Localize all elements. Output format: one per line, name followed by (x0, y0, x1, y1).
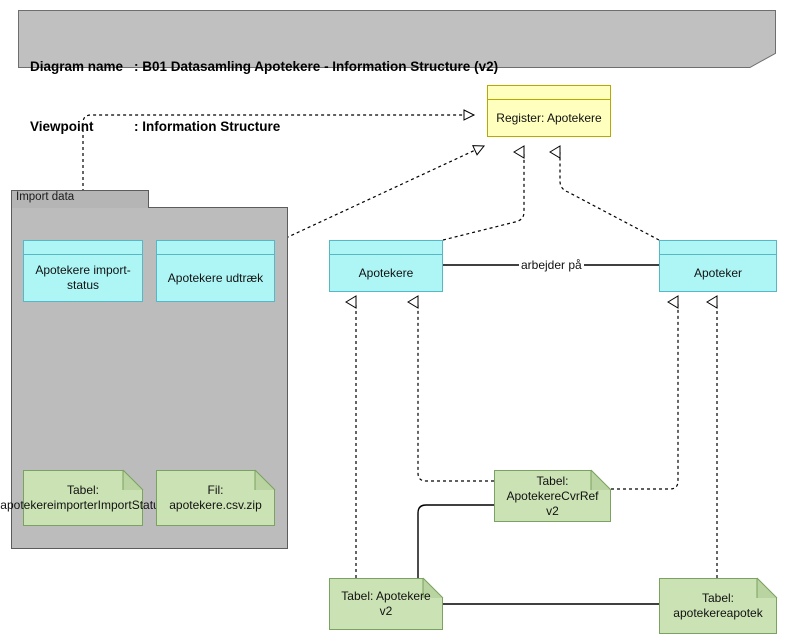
note-background (329, 578, 443, 630)
package-tab (11, 190, 149, 208)
class-header-band (157, 241, 274, 255)
class-header-band (24, 241, 142, 255)
class-apotekere-importstatus[interactable]: Apotekere import-status (23, 240, 143, 302)
artifact-fil-apotekere-csv-zip[interactable]: Fil: apotekere.csv.zip (156, 469, 276, 526)
header-name-key: Diagram name (30, 59, 124, 74)
class-apotekere-udtraek[interactable]: Apotekere udtræk (156, 240, 275, 302)
header-note-background (18, 10, 776, 68)
artifact-tabel-apotekereimporterimportstatus[interactable]: Tabel: apotekereimporterImportStatus (0, 469, 166, 526)
edge-apoteker-to-register (549, 145, 660, 241)
class-label: Apotekere udtræk (167, 270, 264, 285)
class-apotekere[interactable]: Apotekere (329, 240, 443, 292)
artifact-tabel-apotekereapotek[interactable]: Tabel: apotekereapotek (659, 577, 778, 634)
diagram-header-note: Diagram name : B01 Datasamling Apotekere… (18, 10, 776, 134)
note-label: Tabel: ApotekereCvrRef v2 (506, 473, 599, 518)
register-apotekere[interactable]: Register: Apotekere (487, 85, 611, 137)
header-name-value: B01 Datasamling Apotekere - Information … (142, 59, 499, 74)
header-viewpoint-sep: : (134, 119, 143, 134)
edge-cvrref-to-apotekere (407, 295, 494, 482)
edge-apotekere-v2-to-cvrref (417, 504, 494, 580)
note-label: Tabel: Apotekere v2 (341, 589, 431, 618)
header-name-sep: : (134, 59, 143, 74)
header-viewpoint-key: Viewpoint (30, 119, 94, 134)
class-label: Apotekere import-status (35, 263, 131, 292)
header-text-block: Diagram name : B01 Datasamling Apotekere… (30, 17, 498, 177)
association-label-arbejder-paa: arbejder på (519, 258, 584, 272)
header-line-viewpoint: Viewpoint : Information Structure (30, 117, 498, 137)
note-label: Fil: apotekere.csv.zip (169, 483, 262, 512)
note-label: Tabel: apotekereapotek (673, 591, 763, 620)
header-line-name: Diagram name : B01 Datasamling Apotekere… (30, 57, 498, 77)
class-apoteker[interactable]: Apoteker (659, 240, 777, 292)
register-header-band (488, 86, 610, 100)
class-label: Apoteker (693, 265, 743, 280)
artifact-tabel-apotekere-v2[interactable]: Tabel: Apotekere v2 (329, 577, 444, 630)
class-header-band (660, 241, 776, 255)
note-label: Tabel: apotekereimporterImportStatus (0, 483, 166, 512)
artifact-tabel-apotekerecvrref-v2[interactable]: Tabel: ApotekereCvrRef v2 (494, 469, 612, 522)
edge-cvrref-to-apoteker (611, 295, 679, 490)
header-viewpoint-value: Information Structure (142, 119, 281, 134)
package-label: Import data (16, 191, 75, 203)
class-label: Apotekere (358, 265, 414, 280)
class-header-band (330, 241, 442, 255)
register-label: Register: Apotekere (496, 110, 602, 125)
